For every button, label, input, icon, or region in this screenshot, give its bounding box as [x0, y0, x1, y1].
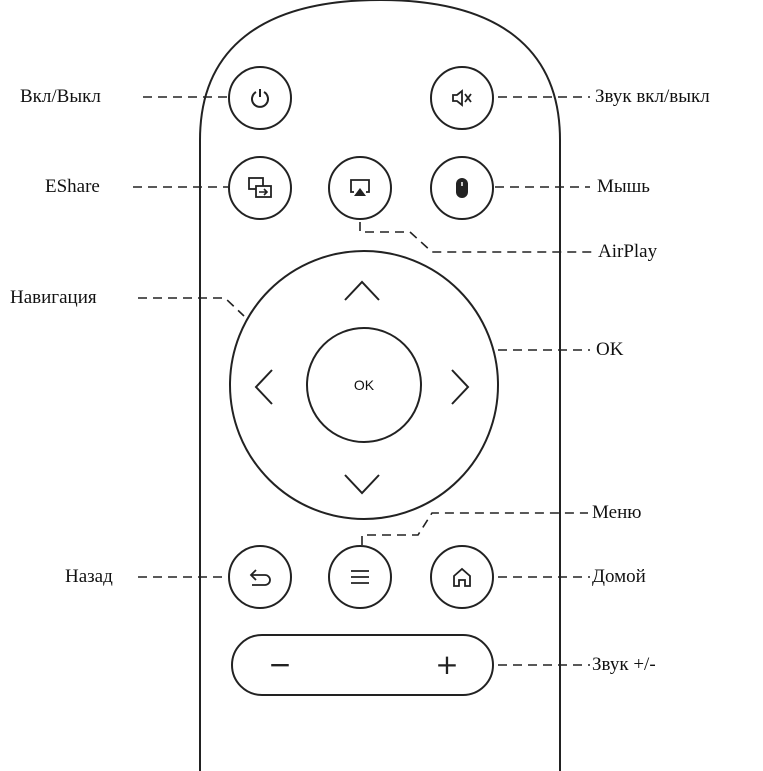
power-button[interactable] — [228, 66, 292, 130]
volume-down-button[interactable]: − — [268, 648, 292, 681]
label-eshare: EShare — [45, 176, 100, 197]
label-home: Домой — [592, 566, 646, 587]
mute-icon — [452, 89, 472, 107]
mouse-button[interactable] — [430, 156, 494, 220]
label-back: Назад — [65, 566, 113, 587]
back-arrow-icon — [249, 569, 271, 586]
power-icon — [251, 89, 269, 108]
label-ok: OK — [596, 339, 624, 360]
home-button[interactable] — [430, 545, 494, 609]
label-mute: Звук вкл/выкл — [595, 86, 710, 107]
back-button[interactable] — [228, 545, 292, 609]
screen-share-icon — [248, 177, 272, 198]
eshare-button[interactable] — [228, 156, 292, 220]
label-navigation: Навигация — [10, 287, 97, 308]
airplay-icon — [350, 179, 370, 196]
home-icon — [453, 567, 471, 587]
volume-rocker — [231, 634, 494, 696]
label-airplay: AirPlay — [598, 241, 658, 262]
mouse-icon — [456, 178, 468, 198]
mute-button[interactable] — [430, 66, 494, 130]
ok-button-label: OK — [353, 377, 375, 393]
menu-button[interactable] — [328, 545, 392, 609]
menu-icon — [351, 570, 369, 584]
airplay-button[interactable] — [328, 156, 392, 220]
label-menu: Меню — [592, 502, 642, 523]
volume-up-button[interactable]: + — [435, 648, 459, 681]
label-power: Вкл/Выкл — [20, 86, 101, 107]
label-volume: Звук +/- — [592, 654, 656, 675]
ok-button[interactable]: OK — [306, 327, 422, 443]
label-mouse: Мышь — [597, 176, 650, 197]
